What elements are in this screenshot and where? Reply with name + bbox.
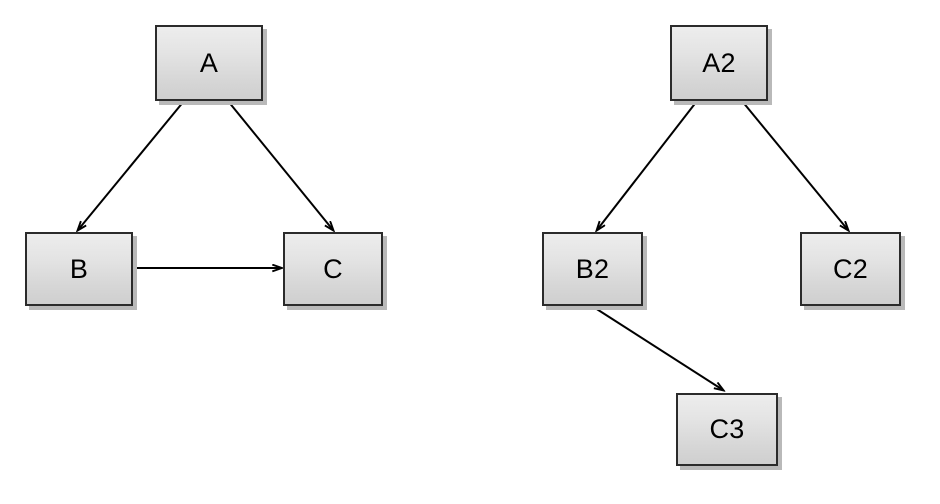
- edge-a2-to-c2: [741, 100, 848, 230]
- node-c3[interactable]: C3: [676, 393, 778, 466]
- edge-b2-to-c3: [591, 305, 723, 390]
- node-label: B: [69, 253, 89, 284]
- edge-a-to-c: [227, 100, 333, 230]
- node-label: C2: [833, 253, 868, 284]
- node-a[interactable]: A: [155, 25, 263, 101]
- node-a2[interactable]: A2: [670, 25, 768, 101]
- node-c[interactable]: C: [283, 232, 383, 306]
- node-c2[interactable]: C2: [800, 232, 901, 306]
- node-label: A2: [702, 47, 736, 78]
- node-b[interactable]: B: [25, 232, 133, 306]
- node-label: C: [323, 253, 343, 284]
- edge-a-to-b: [78, 100, 185, 230]
- node-b2[interactable]: B2: [542, 232, 643, 306]
- edge-a2-to-b2: [597, 100, 698, 230]
- node-label: B2: [575, 253, 610, 284]
- node-label: C3: [709, 414, 745, 444]
- node-label: A: [199, 47, 219, 78]
